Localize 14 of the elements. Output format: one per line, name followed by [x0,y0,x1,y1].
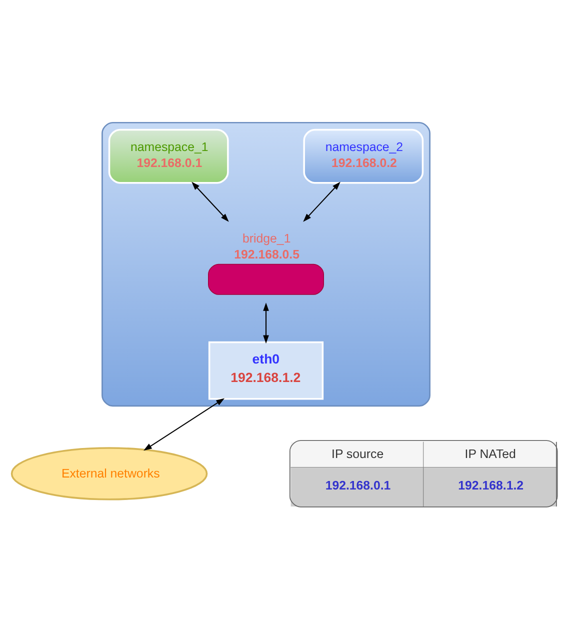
label: 192.168.0.1 [325,478,391,492]
label: 192.168.1.2 [458,478,524,492]
arrow [192,181,229,222]
arrow [144,398,225,450]
node-box: eth0 192.168.1.2 [208,340,324,400]
node-box: namespace_1 192.168.0.1 [108,128,229,184]
node-label: 192.168.0.5 [234,246,300,261]
node-label: bridge_1 [242,230,291,245]
arrow [303,181,340,222]
node-box: namespace_2 192.168.0.2 [303,128,424,184]
label: IP source [332,446,384,460]
arrow [263,302,269,344]
node-ellipse: External networks [10,446,208,500]
label: IP NATed [464,446,516,460]
